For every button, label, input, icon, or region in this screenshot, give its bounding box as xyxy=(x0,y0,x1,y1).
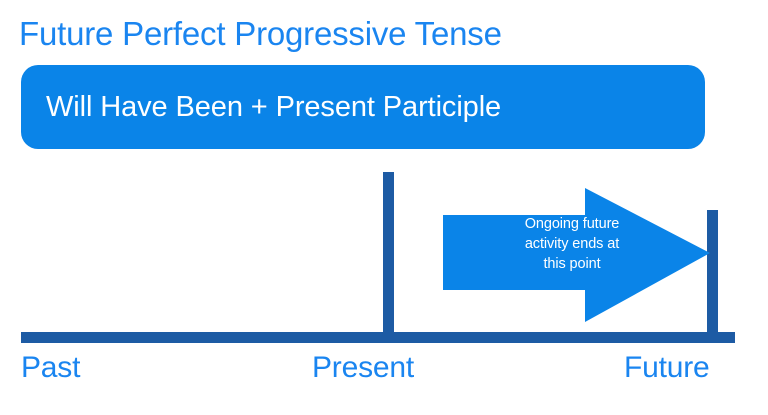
formula-box: Will Have Been + Present Participle xyxy=(21,65,705,149)
page-title: Future Perfect Progressive Tense xyxy=(19,15,502,52)
present-tick-icon xyxy=(383,172,394,338)
ongoing-activity-arrow: Ongoing future activity ends at this poi… xyxy=(443,186,713,326)
axis-label-future: Future xyxy=(624,351,710,384)
right-arrow-icon xyxy=(443,188,710,322)
arrow-caption-line-1: Ongoing future xyxy=(524,216,620,232)
formula-text: Will Have Been + Present Participle xyxy=(46,90,502,123)
future-tick-icon xyxy=(707,210,718,338)
arrow-caption-line-2: activity ends at xyxy=(524,236,620,252)
axis-label-present: Present xyxy=(312,351,414,384)
arrow-caption-line-3: this point xyxy=(543,256,601,272)
arrow-caption: Ongoing future activity ends at this poi… xyxy=(489,214,655,274)
timeline-axis-line xyxy=(21,332,735,343)
axis-label-past: Past xyxy=(21,351,81,384)
